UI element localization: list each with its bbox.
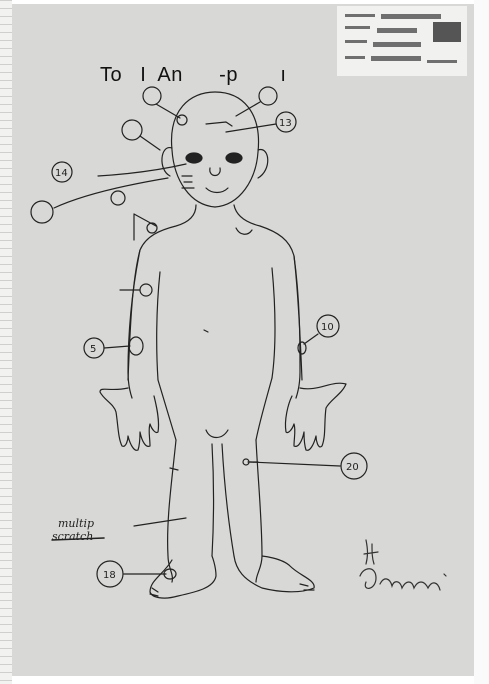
right-leg [222, 440, 262, 582]
right-eye [226, 153, 242, 163]
signature [360, 540, 446, 590]
belly-mark [236, 228, 252, 234]
left-leg [168, 440, 214, 582]
note-multiple: multip [58, 517, 94, 530]
left-hand [100, 388, 159, 450]
marker-cheek [31, 201, 53, 223]
marker-head-top-right [259, 87, 277, 105]
scratch-leader [134, 518, 186, 526]
navel [204, 330, 208, 332]
torso-outline [128, 205, 302, 380]
marker-upper-arm [140, 284, 152, 296]
marker-13-label: 13 [279, 118, 292, 129]
marker-20-label: 20 [346, 462, 359, 473]
marker-forehead [122, 120, 142, 140]
marker-head-top-left [143, 87, 161, 105]
right-hand [285, 383, 346, 450]
mouth [206, 188, 228, 193]
right-foot [234, 556, 314, 592]
left-eye [186, 153, 202, 163]
thigh-crease [170, 462, 258, 470]
groin [206, 430, 228, 438]
toe-marks-left [150, 588, 158, 596]
head-outline [172, 92, 259, 207]
left-ear [162, 148, 172, 176]
marker-14-label: 14 [55, 168, 68, 179]
nose [210, 168, 220, 176]
left-foot [150, 556, 216, 598]
waist [158, 378, 272, 440]
marker-18-label: 18 [103, 570, 116, 581]
right-ear [258, 150, 268, 178]
note-scratch: scratch [52, 530, 93, 543]
marker-10-label: 10 [321, 322, 334, 333]
marker-5-label: 5 [90, 344, 96, 355]
left-arm [128, 250, 160, 398]
